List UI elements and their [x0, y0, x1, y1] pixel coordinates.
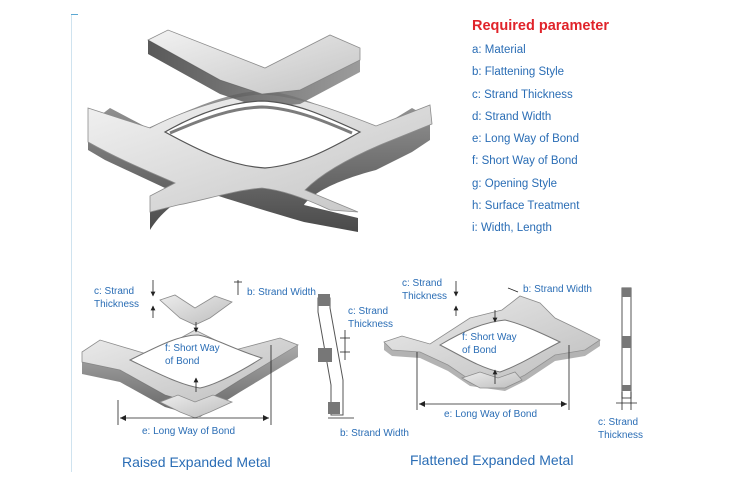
flattened-opening: [438, 319, 562, 373]
flattened-section-block-top: [622, 288, 631, 297]
flattened-bottom-node: [461, 371, 523, 389]
raised-section-block-mid: [318, 348, 332, 362]
parameter-item: g: Opening Style: [472, 177, 558, 190]
parameter-item: d: Strand Width: [472, 110, 552, 123]
raised-section-thickness-label: c: Strand: [348, 306, 388, 317]
raised-bottom-node: [159, 394, 234, 419]
raised-thickness-label-2: Thickness: [94, 299, 139, 310]
mesh-upper-strand-side: [148, 40, 360, 108]
raised-section-block-top: [318, 294, 330, 306]
raised-section: c: Strand Thickness b: Strand Width: [317, 294, 409, 439]
raised-section-width-label: b: Strand Width: [340, 428, 409, 439]
raised-section-block-bottom: [328, 402, 340, 414]
raised-opening: [128, 334, 264, 389]
flattened-short-way-label-2: of Bond: [462, 345, 496, 356]
mesh-3d-illustration: [87, 29, 433, 232]
raised-thickness-label: c: Strand: [94, 286, 134, 297]
parameter-list: a: Material b: Flattening Style c: Stran…: [472, 42, 742, 243]
raised-caption: Raised Expanded Metal: [122, 454, 271, 470]
flattened-long-way-label: e: Long Way of Bond: [444, 409, 537, 420]
flattened-mesh-drawing: c: Strand Thickness b: Strand Width f: S…: [383, 278, 601, 468]
raised-strand-width-label: b: Strand Width: [247, 287, 316, 298]
parameter-item: a: Material: [472, 44, 526, 56]
parameter-item: h: Surface Treatment: [472, 200, 580, 213]
flattened-caption: Flattened Expanded Metal: [410, 452, 573, 468]
flattened-section-thickness-label: c: Strand: [598, 417, 638, 428]
parameter-item: e: Long Way of Bond: [472, 133, 579, 146]
frame-line: [71, 14, 72, 472]
raised-top-node: [159, 294, 233, 326]
parameter-item: c: Strand Thickness: [472, 88, 573, 101]
raised-long-way-label: e: Long Way of Bond: [142, 426, 235, 437]
parameter-item: b: Flattening Style: [472, 66, 565, 79]
raised-mesh-drawing: c: Strand Thickness b: Strand Width f: S…: [81, 280, 316, 470]
flattened-section-block-bottom: [622, 385, 631, 391]
flattened-section-block-mid: [622, 336, 631, 348]
parameter-item: f: Short Way of Bond: [472, 155, 578, 168]
flattened-thickness-label: c: Strand: [402, 278, 442, 289]
raised-section-thickness-label-2: Thickness: [348, 319, 393, 330]
parameter-panel: Required parameter a: Material b: Flatte…: [472, 18, 742, 243]
flattened-thickness-label-2: Thickness: [402, 291, 447, 302]
flattened-section-thickness-label-2: Thickness: [598, 430, 643, 441]
raised-short-way-label: f: Short Way: [165, 343, 220, 354]
flattened-strand-width-label: b: Strand Width: [523, 284, 592, 295]
flattened-section: c: Strand Thickness: [598, 287, 643, 441]
flattened-short-way-label: f: Short Way: [462, 332, 517, 343]
parameter-title: Required parameter: [472, 18, 609, 34]
raised-short-way-label-2: of Bond: [165, 356, 199, 367]
frame-tick: [71, 14, 78, 15]
flattened-width-tick: [507, 287, 519, 293]
parameter-item: i: Width, Length: [472, 222, 552, 235]
